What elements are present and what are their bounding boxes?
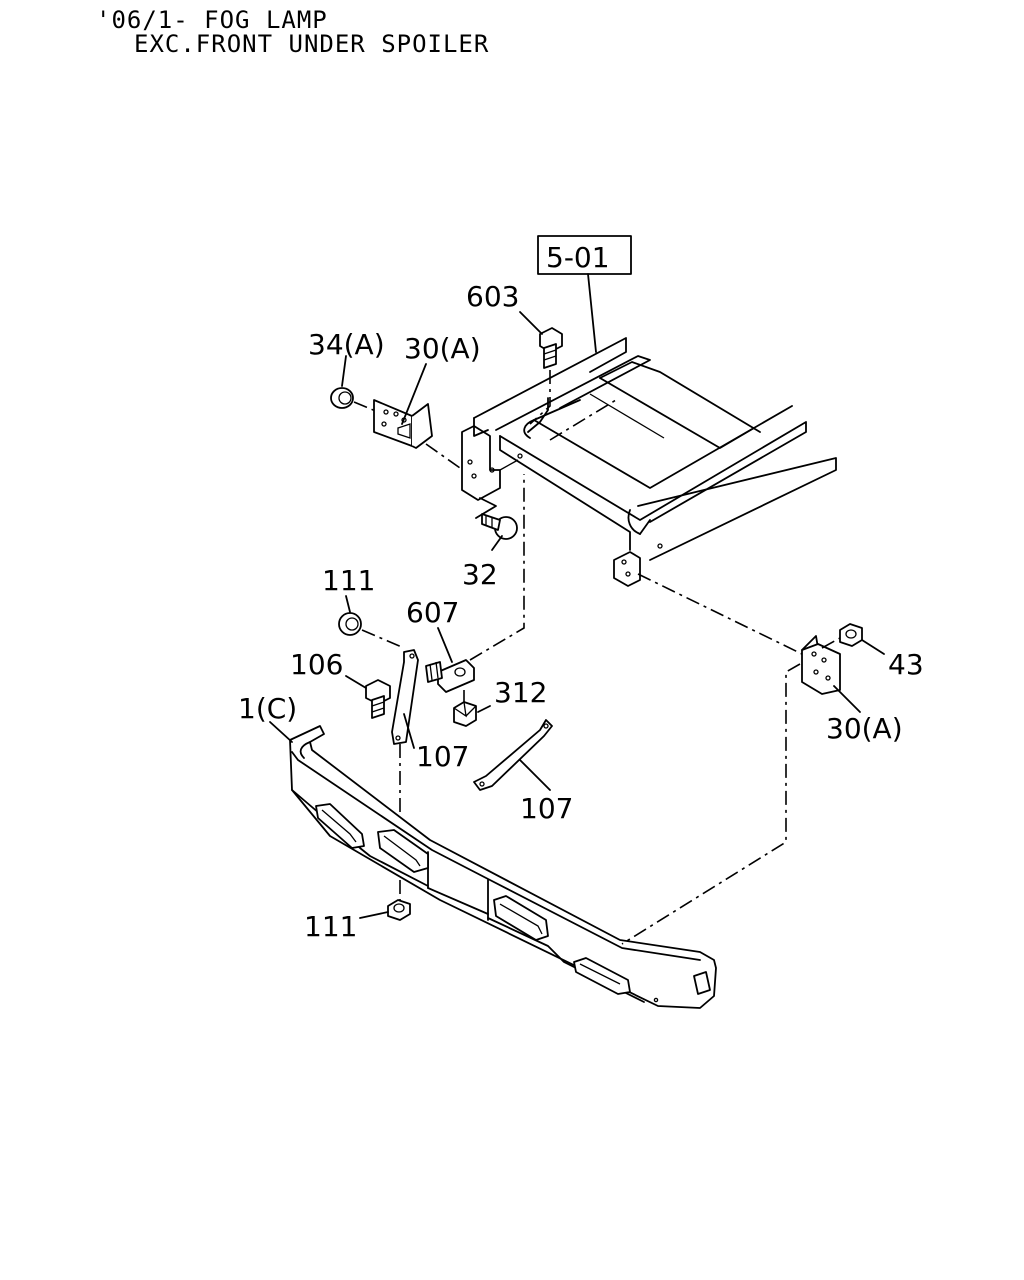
callout-1c: 1(C) xyxy=(238,692,297,725)
leader-34a xyxy=(341,355,347,387)
callout-106: 106 xyxy=(290,648,343,681)
callout-30a-right: 30(A) xyxy=(826,712,903,745)
stay-107-right[interactable] xyxy=(473,719,553,791)
centerline-43 xyxy=(821,637,841,649)
front-bumper[interactable] xyxy=(289,725,717,1009)
callout-603: 603 xyxy=(466,280,519,313)
bracket-607[interactable] xyxy=(425,659,475,693)
centerline-111-top xyxy=(361,629,405,649)
diagram-subtitle: EXC.FRONT UNDER SPOILER xyxy=(134,30,490,58)
leader-1c xyxy=(269,721,293,743)
callout-107-right: 107 xyxy=(520,792,573,825)
leader-603 xyxy=(519,311,543,335)
callout-30a-top: 30(A) xyxy=(404,332,481,365)
callout-111-top: 111 xyxy=(322,564,375,597)
leader-312 xyxy=(477,705,491,713)
callout-111-bottom: 111 xyxy=(304,910,357,943)
leader-106 xyxy=(345,675,367,689)
centerline-30a-right xyxy=(637,573,803,655)
callout-32: 32 xyxy=(462,558,498,591)
leader-43 xyxy=(861,639,885,655)
nut-43[interactable] xyxy=(839,623,863,647)
bolt-603[interactable] xyxy=(539,327,563,369)
callout-312: 312 xyxy=(494,676,547,709)
diagram-title: '06/1- FOG LAMP xyxy=(96,6,328,34)
centerline-30a-top xyxy=(425,443,461,469)
frame-chassis xyxy=(461,337,837,587)
leader-111-bottom xyxy=(359,911,389,919)
callout-107-left: 107 xyxy=(416,740,469,773)
leader-32 xyxy=(491,535,503,551)
reference-box[interactable]: 5-01 xyxy=(537,235,632,275)
leader-607 xyxy=(437,627,453,663)
nut-312[interactable] xyxy=(453,701,477,727)
centerline-607 xyxy=(469,474,525,661)
bolt-106[interactable] xyxy=(365,679,391,719)
callout-34a: 34(A) xyxy=(308,328,385,361)
centerline-603 xyxy=(529,370,551,425)
callout-43: 43 xyxy=(888,648,924,681)
leader-107-right xyxy=(519,759,551,791)
leader-30a-top xyxy=(401,363,427,425)
reference-box-label: 5-01 xyxy=(546,241,610,274)
ref-leader xyxy=(587,273,597,353)
callout-607: 607 xyxy=(406,596,459,629)
leader-30a-right xyxy=(833,685,861,713)
bracket-30a-top[interactable] xyxy=(373,399,433,449)
leader-111-top xyxy=(345,595,351,613)
nut-111-top[interactable] xyxy=(338,612,362,636)
bracket-30a-right[interactable] xyxy=(801,635,841,695)
nut-111-bottom[interactable] xyxy=(387,899,411,921)
leader-107-left xyxy=(403,713,415,749)
centerline-bumper-right xyxy=(621,663,801,945)
bolt-32[interactable] xyxy=(481,513,518,540)
stay-107-left[interactable] xyxy=(391,649,419,745)
nut-34a[interactable] xyxy=(330,387,354,409)
